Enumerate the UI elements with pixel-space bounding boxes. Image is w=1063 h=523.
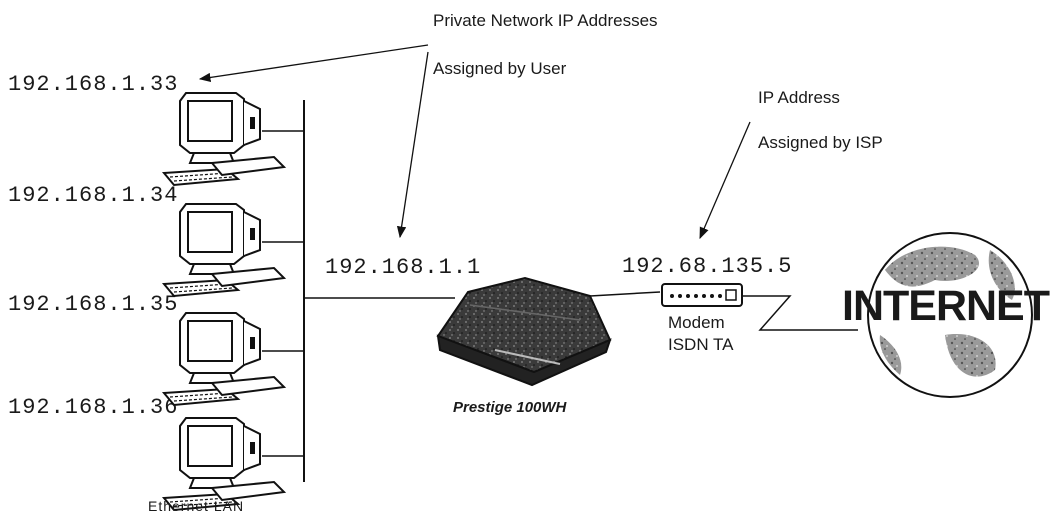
private-ip-subtitle: Assigned by User [433, 59, 567, 78]
router-device-icon [436, 276, 612, 387]
ethernet-lan-label: Ethernet LAN [148, 498, 244, 514]
private-ip-title: Private Network IP Addresses [433, 11, 658, 30]
computer-icon [163, 417, 285, 511]
host-ip-label: 192.168.1.34 [8, 183, 178, 208]
modem-label: Modem [668, 313, 725, 332]
host-ip-label: 192.168.1.35 [8, 292, 178, 317]
computer-icon [163, 312, 285, 406]
router-to-modem-link [589, 291, 661, 297]
modem-to-internet-link [742, 295, 858, 331]
host-ip-label: 192.168.1.33 [8, 72, 178, 97]
arrow-to-hosts [198, 44, 429, 83]
arrow-to-router [396, 51, 429, 239]
isdn-ta-label: ISDN TA [668, 335, 734, 354]
computer-icon [163, 203, 285, 297]
internet-globe-icon [867, 232, 1033, 398]
internet-label: INTERNET [842, 282, 1050, 330]
isp-ip-title: IP Address [758, 88, 840, 107]
host-ip-label: 192.168.1.36 [8, 395, 178, 420]
isp-ip-subtitle: Assigned by ISP [758, 133, 883, 152]
router-name-label: Prestige 100WH [453, 399, 568, 416]
modem-ip-label: 192.68.135.5 [622, 254, 792, 279]
router-ip-label: 192.168.1.1 [325, 255, 481, 280]
arrow-to-modem [699, 121, 751, 240]
modem-device-icon [661, 283, 743, 307]
computer-icon [163, 92, 285, 186]
